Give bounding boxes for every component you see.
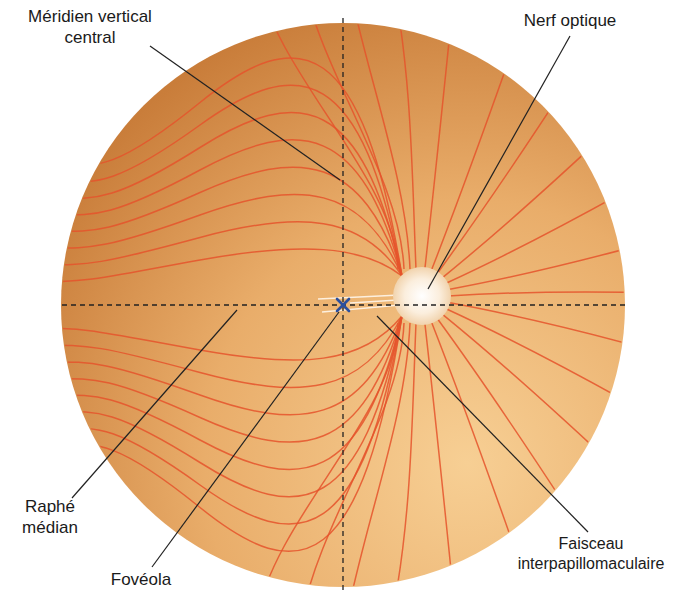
nerve-fiber	[40, 316, 402, 551]
nerve-fiber	[447, 216, 682, 290]
nerve-fiber	[302, 0, 404, 269]
nerve-fiber	[431, 0, 535, 272]
nerve-fiber	[40, 316, 402, 360]
papillomacular-bundle	[318, 295, 400, 312]
nerve-fiber	[437, 318, 607, 570]
nerve-fiber	[40, 316, 402, 442]
nerve-fiber	[40, 316, 402, 415]
nerve-fibers	[40, 0, 682, 597]
nerve-fiber	[441, 313, 667, 516]
leader-lines	[72, 36, 588, 567]
bundle-label: Faisceau interpapillomaculaire	[505, 534, 677, 574]
foveola-label: Fovéola	[96, 569, 186, 590]
nerve-fiber	[437, 22, 607, 274]
nerve-fiber	[425, 0, 457, 270]
nerve-fiber	[347, 0, 410, 269]
nerve-fiber	[40, 316, 402, 524]
nerve-fiber	[257, 0, 398, 269]
nerve-fiber	[40, 113, 402, 276]
nerve-fiber	[40, 249, 402, 282]
nerve-fiber	[40, 194, 402, 276]
nerve-fiber	[392, 323, 416, 597]
nerve-fiber	[447, 302, 682, 376]
optic-disc	[393, 267, 451, 325]
optic-nerve-label: Nerf optique	[500, 10, 640, 31]
nerve-fiber	[40, 58, 402, 276]
meridian-label: Méridien vertical central	[6, 6, 174, 49]
raphe-label: Raphé médian	[10, 496, 90, 539]
nerve-fiber	[40, 316, 402, 497]
nerve-fiber	[425, 322, 457, 597]
nerve-fiber	[445, 141, 682, 284]
nerve-fiber	[448, 292, 682, 296]
nerve-fiber	[441, 75, 667, 278]
nerve-fiber	[40, 85, 402, 276]
nerve-fiber	[40, 167, 402, 276]
nerve-fiber	[40, 316, 402, 387]
meridian-lines	[62, 18, 625, 592]
fovea-cross	[337, 299, 349, 311]
nerve-fiber	[40, 316, 402, 469]
nerve-fiber	[40, 140, 402, 276]
nerve-fiber	[392, 0, 416, 269]
